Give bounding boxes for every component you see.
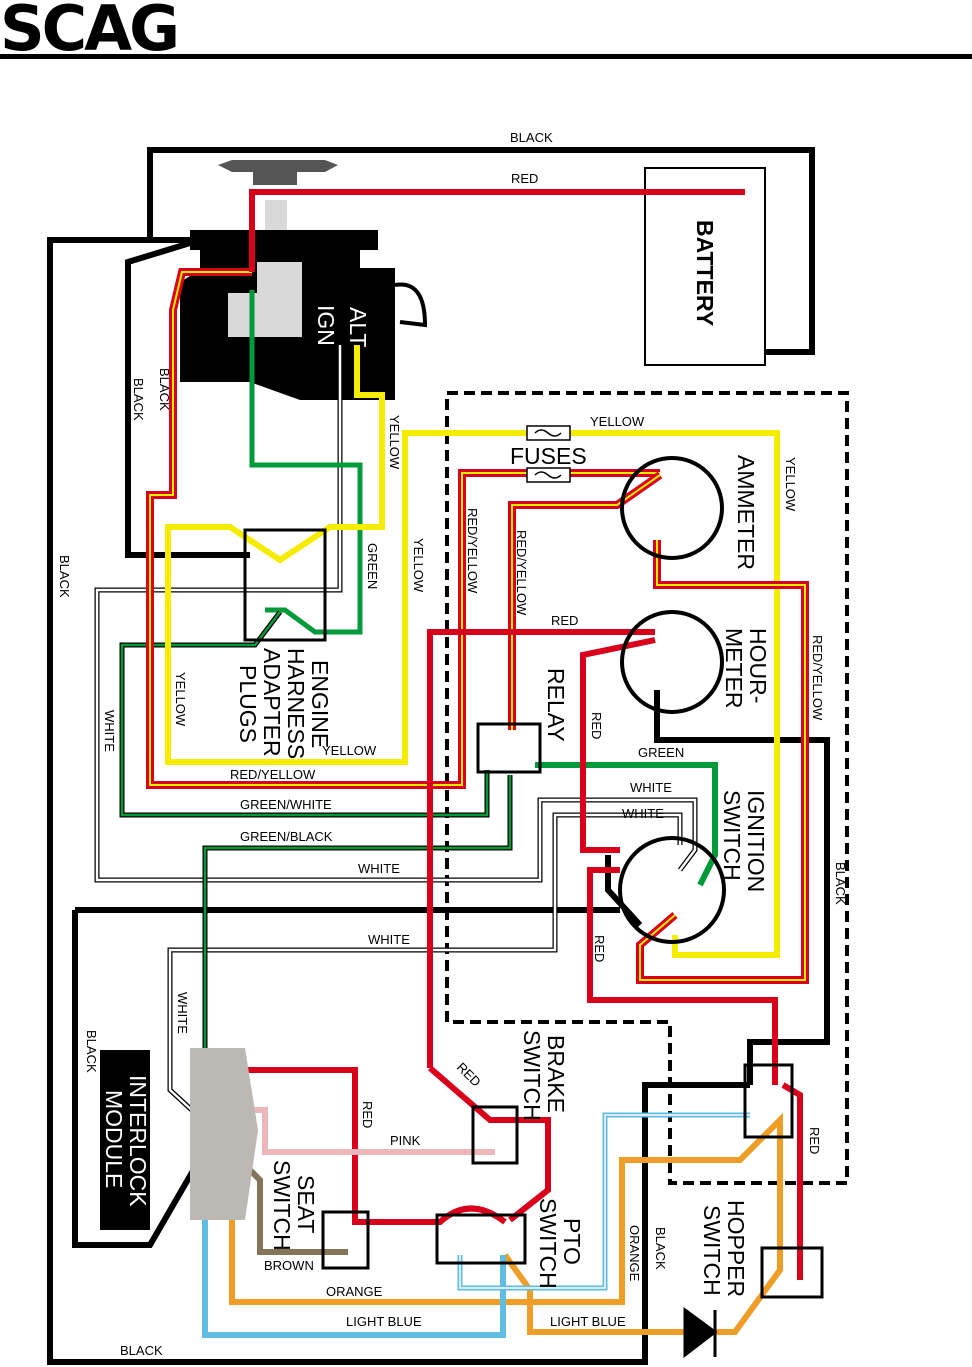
seat-switch — [321, 1210, 370, 1270]
misc-wires — [202, 1107, 783, 1338]
engine-label-4: PLUGS — [235, 665, 261, 743]
wire-label: GREEN — [365, 543, 380, 589]
wire-label: WHITE — [175, 992, 190, 1034]
interlock-module — [190, 1048, 258, 1220]
wire-label: RED/YELLOW — [465, 508, 480, 594]
ammeter-label: AMMETER — [733, 455, 759, 570]
yellow-wires — [165, 345, 780, 958]
hopper-label-1: HOPPER — [723, 1200, 749, 1297]
relay-label: RELAY — [543, 668, 569, 742]
ammeter — [620, 456, 724, 560]
wire-label: BLACK — [157, 368, 172, 411]
ignition-label-2: SWITCH — [719, 790, 745, 881]
wire-label: BLACK — [653, 1227, 668, 1270]
wire-label: RED — [454, 1060, 484, 1090]
wire-label: BLACK — [131, 378, 146, 421]
fuses-label: FUSES — [510, 443, 587, 469]
wire-label: WHITE — [630, 780, 672, 795]
engine-label-1: ENGINE — [307, 660, 333, 748]
wire-label: WHITE — [358, 861, 400, 876]
wire-label: RED — [807, 1127, 822, 1154]
wire-label: BROWN — [264, 1258, 314, 1273]
wire-label: BLACK — [57, 555, 72, 598]
fuses — [526, 425, 571, 483]
wire-label: RED — [589, 712, 604, 739]
wire-label: RED/YELLOW — [230, 767, 316, 782]
seat-label-1: SEAT — [293, 1175, 319, 1233]
hopper-relay — [743, 1063, 794, 1139]
wire-label: YELLOW — [590, 414, 645, 429]
wire-label: RED/YELLOW — [514, 530, 529, 616]
black-wire-interlock — [72, 910, 208, 1248]
engine-label-3: ADAPTER — [259, 648, 285, 757]
black-wire-ign-ground — [605, 855, 643, 928]
wire-label: ORANGE — [627, 1225, 642, 1282]
ignition-label-1: IGNITION — [743, 790, 769, 892]
interlock-label-1: INTERLOCK — [125, 1075, 151, 1207]
hopper-switch — [760, 1246, 824, 1299]
diode-icon — [683, 1307, 718, 1359]
dashpanel-outline — [445, 391, 849, 1185]
wire-label: LIGHT BLUE — [550, 1314, 626, 1329]
ignition-switch[interactable] — [618, 836, 726, 944]
wire-label: RED — [592, 935, 607, 962]
wire-label: LIGHT BLUE — [346, 1314, 422, 1329]
header-rule — [0, 54, 972, 59]
wire-label: YELLOW — [411, 538, 426, 593]
pto-switch — [435, 1213, 527, 1265]
pto-label-1: PTO — [559, 1218, 585, 1265]
hour-meter — [620, 610, 724, 714]
black-wire-engine — [125, 237, 250, 558]
wire-label: RED — [551, 613, 578, 628]
engine-label-2: HARNESS — [283, 648, 309, 759]
wire-label: BLACK — [833, 862, 848, 905]
wire-label: YELLOW — [173, 672, 188, 727]
brake-label-1: BRAKE — [543, 1035, 569, 1113]
wire-label: BLACK — [120, 1343, 163, 1358]
interlock-label-plate — [100, 1050, 150, 1230]
wire-label: GREEN/WHITE — [240, 797, 332, 812]
wire-labels: BLACK RED BLACK BLACK BLACK YELLOW GREEN… — [57, 130, 848, 1358]
engine-harness-adapter-plugs — [243, 528, 327, 642]
seat-label-2: SWITCH — [269, 1160, 295, 1251]
wire-label: WHITE — [102, 710, 117, 752]
wire-label: ORANGE — [326, 1284, 383, 1299]
interlock-label-2: MODULE — [101, 1090, 127, 1188]
black-wire-outer — [47, 237, 750, 1365]
wire-label: YELLOW — [387, 415, 402, 470]
wire-label: BLACK — [510, 130, 553, 145]
ign-terminal-label: IGN — [313, 305, 339, 346]
wire-label: WHITE — [368, 932, 410, 947]
wire-label: GREEN/BLACK — [240, 829, 333, 844]
wire-label: BLACK — [84, 1030, 99, 1073]
wire-label: RED — [511, 171, 538, 186]
wire-label: YELLOW — [322, 743, 377, 758]
white-wires — [94, 345, 698, 1127]
wire-label: PINK — [390, 1133, 421, 1148]
hour-meter-label-1: HOUR- — [745, 628, 771, 703]
relay — [476, 722, 542, 774]
brake-switch — [471, 1105, 519, 1165]
battery — [644, 167, 766, 366]
black-wire-hourmeter — [654, 690, 830, 1085]
red-yellow-wires — [146, 268, 809, 984]
brake-label-2: SWITCH — [519, 1030, 545, 1121]
wire-label: YELLOW — [783, 457, 798, 512]
pto-label-2: SWITCH — [535, 1198, 561, 1289]
alt-terminal-label: ALT — [345, 307, 371, 347]
engine-alternator — [180, 160, 428, 400]
wire-label: WHITE — [622, 806, 664, 821]
wire-label: GREEN — [638, 745, 684, 760]
wire-label: RED/YELLOW — [810, 635, 825, 721]
black-wires — [47, 147, 830, 1365]
hour-meter-label-2: METER — [721, 628, 747, 709]
wire-label: RED — [360, 1101, 375, 1128]
battery-label: BATTERY — [692, 220, 718, 326]
hopper-label-2: SWITCH — [699, 1205, 725, 1296]
